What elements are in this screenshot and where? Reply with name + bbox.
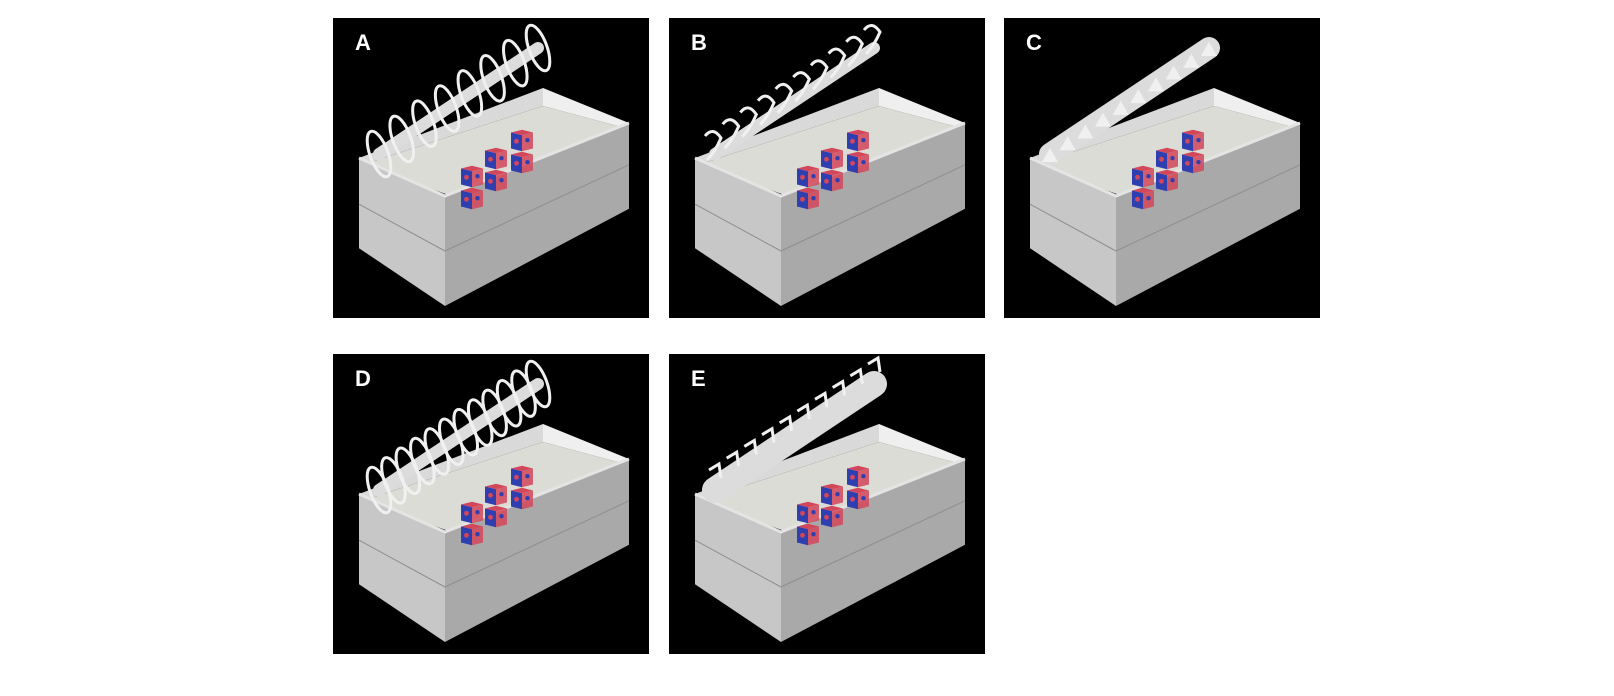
figure-panel-b: B (669, 18, 985, 318)
particle-cubes (797, 465, 869, 546)
figure-panel-e: E (669, 354, 985, 654)
figure-panel-c: C (1004, 18, 1320, 318)
screw-mixer-scene (358, 23, 630, 306)
screw-conveyor (365, 23, 552, 179)
panel-label: A (355, 30, 371, 55)
mixer-box (358, 88, 630, 306)
screw-mixer-scene (1029, 37, 1301, 306)
particle-cubes (1132, 129, 1204, 210)
particle-cubes (797, 129, 869, 210)
figure-panel-a: A (333, 18, 649, 318)
mixer-box (694, 424, 966, 642)
panel-label: D (355, 366, 371, 391)
panel-label: E (691, 366, 706, 391)
screw-mixer-scene (694, 24, 966, 306)
particle-cubes (461, 465, 533, 546)
screw-conveyor (1039, 37, 1220, 165)
panel-label: C (1026, 30, 1042, 55)
screw-conveyor (702, 355, 887, 503)
screw-mixer-scene (694, 355, 966, 642)
particle-cubes (461, 129, 533, 210)
figure-panel-d: D (333, 354, 649, 654)
screw-conveyor (365, 359, 552, 515)
screw-mixer-scene (358, 359, 630, 642)
mixer-box (1029, 88, 1301, 306)
mixer-box (358, 424, 630, 642)
panel-label: B (691, 30, 707, 55)
screw-conveyor (703, 24, 882, 162)
